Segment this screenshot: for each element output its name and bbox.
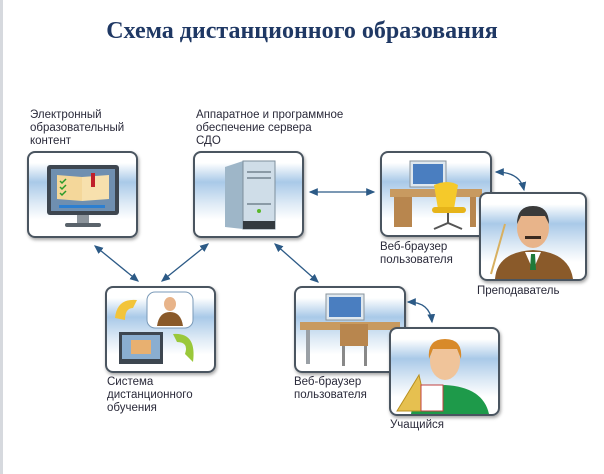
node-content: [27, 151, 138, 238]
label-teacher: Преподаватель: [477, 285, 560, 297]
node-lms: [105, 286, 216, 373]
arrow-content-lms: [93, 245, 140, 282]
node-server: [193, 151, 304, 238]
label-content: Электронный образовательный контент: [30, 109, 125, 147]
arrow-student-browser: [406, 298, 436, 324]
monitor-book-icon: [47, 165, 119, 227]
desk-chair-computer-icon: [390, 160, 482, 230]
label-student: Учащийся: [390, 419, 444, 431]
node-teacher: [479, 192, 587, 281]
arrow-teacher-browser: [494, 168, 527, 192]
diagram-title: Схема дистанционного образования: [106, 18, 498, 44]
server-tower-icon: [225, 160, 276, 230]
lms-system-icon: [115, 291, 194, 364]
label-lms: Система дистанционного обучения: [107, 376, 193, 414]
page-edge: [0, 0, 3, 474]
node-student-browser: [294, 286, 406, 373]
node-teacher-browser: [380, 151, 492, 237]
label-student-browser: Веб-браузер пользователя: [294, 376, 367, 401]
node-student: [389, 327, 500, 416]
label-teacher-browser: Веб-браузер пользователя: [380, 241, 453, 266]
desk-computer-icon: [300, 293, 400, 366]
teacher-avatar-icon: [490, 206, 573, 279]
arrow-server-lms: [160, 243, 210, 282]
student-avatar-icon: [396, 339, 489, 414]
arrow-server-student-browser: [274, 243, 319, 283]
label-server: Аппаратное и программное обеспечение сер…: [196, 109, 344, 147]
